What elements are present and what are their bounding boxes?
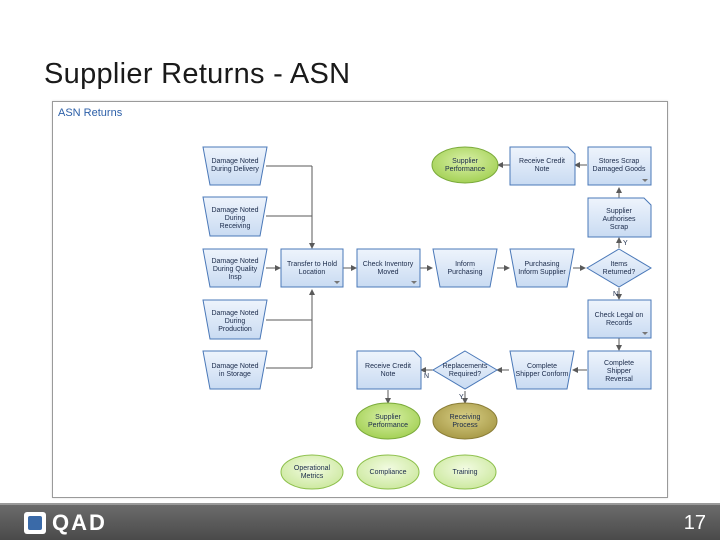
node-label: Receiving bbox=[220, 223, 251, 230]
node-label: Damage Noted bbox=[211, 258, 258, 265]
node-receiving-process: Receiving Process bbox=[432, 402, 498, 440]
node-transfer-hold: Transfer to Hold Location bbox=[280, 248, 344, 288]
node-label: During bbox=[225, 318, 246, 325]
node-label: Insp bbox=[228, 274, 241, 281]
node-label: Operational bbox=[294, 465, 331, 472]
node-label: Shipper bbox=[607, 368, 632, 375]
node-check-inventory: Check Inventory Moved bbox=[356, 248, 421, 288]
branch-label: N bbox=[613, 291, 618, 298]
node-label: Damage Noted bbox=[211, 207, 258, 214]
branch-label: Y bbox=[459, 394, 464, 401]
node-damage-delivery: Damage Noted During Delivery bbox=[202, 146, 268, 186]
node-label: Training bbox=[452, 469, 477, 476]
node-label: Records bbox=[606, 320, 633, 327]
branch-label: N bbox=[424, 373, 429, 380]
node-label: Damage Noted bbox=[211, 310, 258, 317]
node-label: Replacements bbox=[443, 363, 488, 370]
node-label: Compliance bbox=[370, 469, 407, 476]
node-receive-credit-top: Receive Credit Note bbox=[509, 146, 576, 186]
node-label: Complete bbox=[604, 360, 634, 367]
qad-logo-icon bbox=[24, 512, 46, 534]
node-label: Check Legal on bbox=[595, 312, 644, 319]
footer-bar bbox=[0, 505, 720, 540]
page-number: 17 bbox=[683, 512, 706, 534]
expand-icon[interactable] bbox=[642, 332, 648, 335]
node-compliance: Compliance bbox=[356, 454, 420, 490]
node-label: Scrap bbox=[610, 224, 628, 231]
node-receive-credit-bottom: Receive Credit Note bbox=[356, 350, 422, 390]
node-label: Complete bbox=[527, 363, 557, 370]
qad-logo-text: QAD bbox=[52, 510, 107, 535]
node-check-legal: Check Legal on Records bbox=[587, 299, 652, 339]
footer-divider bbox=[0, 503, 720, 506]
node-purchasing-inform: Purchasing Inform Supplier bbox=[509, 248, 575, 288]
node-label: Supplier bbox=[452, 158, 478, 165]
node-label: Moved bbox=[377, 269, 398, 276]
node-label: Supplier bbox=[375, 414, 401, 421]
node-training: Training bbox=[433, 454, 497, 490]
node-label: During Delivery bbox=[211, 166, 259, 173]
node-label: Damaged Goods bbox=[593, 166, 646, 173]
slide-title: Supplier Returns - ASN bbox=[44, 58, 351, 90]
node-items-returned: Items Returned? bbox=[586, 248, 652, 288]
node-label: Required? bbox=[449, 371, 481, 378]
node-label: Transfer to Hold bbox=[287, 261, 337, 268]
node-label: Metrics bbox=[301, 473, 324, 480]
node-label: Note bbox=[381, 371, 396, 378]
node-label: Receive Credit bbox=[519, 158, 565, 165]
node-damage-quality: Damage Noted During Quality Insp bbox=[202, 248, 268, 288]
node-replacements: Replacements Required? bbox=[432, 350, 498, 390]
node-label: Items bbox=[610, 261, 628, 268]
node-label: Performance bbox=[368, 422, 408, 429]
node-label: Damage Noted bbox=[211, 363, 258, 370]
node-label: Receiving bbox=[450, 414, 481, 421]
node-label: Receive Credit bbox=[365, 363, 411, 370]
expand-icon[interactable] bbox=[642, 179, 648, 182]
node-label: Production bbox=[218, 326, 252, 333]
node-label: Purchasing bbox=[524, 261, 559, 268]
node-label: Inform Supplier bbox=[518, 269, 566, 276]
node-label: Inform bbox=[455, 261, 475, 268]
branch-label: Y bbox=[623, 240, 628, 247]
node-label: Purchasing bbox=[447, 269, 482, 276]
node-label: Performance bbox=[445, 166, 485, 173]
node-damage-receiving: Damage Noted During Receiving bbox=[202, 196, 268, 237]
node-label: Supplier bbox=[606, 208, 632, 215]
expand-icon[interactable] bbox=[411, 281, 417, 284]
node-supplier-authorises: Supplier Authorises Scrap bbox=[587, 197, 652, 238]
node-label: Shipper Conform bbox=[516, 371, 569, 378]
node-complete-shipper: Complete Shipper Conform bbox=[509, 350, 575, 390]
expand-icon[interactable] bbox=[334, 281, 340, 284]
node-label: Stores Scrap bbox=[599, 158, 640, 165]
node-stores-scrap: Stores Scrap Damaged Goods bbox=[587, 146, 652, 186]
node-complete-reversal: Complete Shipper Reversal bbox=[587, 350, 652, 390]
node-label: Note bbox=[535, 166, 550, 173]
node-inform-purchasing: Inform Purchasing bbox=[432, 248, 498, 288]
node-label: Check Inventory bbox=[363, 261, 414, 268]
node-label: During Quality bbox=[213, 266, 258, 273]
node-operational-metrics: Operational Metrics bbox=[280, 454, 344, 490]
node-label: Authorises bbox=[602, 216, 636, 223]
node-supplier-performance-bottom: Supplier Performance bbox=[355, 402, 421, 440]
node-label: in Storage bbox=[219, 371, 251, 378]
node-label: Process bbox=[452, 422, 478, 429]
node-supplier-performance-top: Supplier Performance bbox=[431, 146, 499, 184]
node-damage-storage: Damage Noted in Storage bbox=[202, 350, 268, 390]
node-label: Returned? bbox=[603, 269, 636, 276]
node-label: Reversal bbox=[605, 376, 633, 383]
connectors bbox=[266, 162, 622, 404]
node-label: During bbox=[225, 215, 246, 222]
node-damage-production: Damage Noted During Production bbox=[202, 299, 268, 340]
node-label: Location bbox=[299, 269, 326, 276]
diagram-title: ASN Returns bbox=[58, 107, 123, 119]
node-label: Damage Noted bbox=[211, 158, 258, 165]
